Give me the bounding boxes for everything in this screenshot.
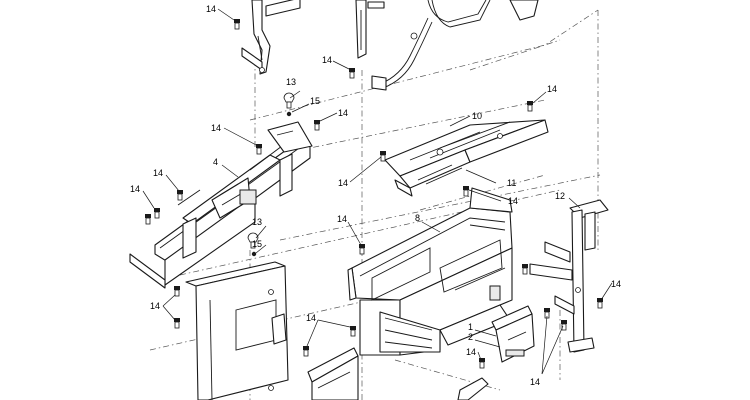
fasteners [145,19,603,369]
lower-left-panel [185,261,289,400]
callout-15-b: 15 [252,239,262,249]
callout-12: 12 [555,191,565,201]
callout-14-g: 14 [338,178,348,188]
callout-14-d: 14 [338,108,348,118]
callout-14-a: 14 [206,4,216,14]
vertical-bracket-with-cable [355,0,539,91]
callout-14-b: 14 [322,55,332,65]
lower-right-small-bracket [457,377,489,400]
callout-8: 8 [415,213,420,223]
callout-14-j: 14 [337,214,347,224]
callout-14-f: 14 [153,168,163,178]
callout-14-o: 14 [530,377,540,387]
callout-11: 11 [507,178,516,188]
hook-bracket-top-left [241,0,301,75]
callout-2: 2 [468,332,473,342]
callout-10: 10 [472,111,482,121]
callout-14-k: 14 [611,279,621,289]
callout-1: 1 [468,322,473,332]
callout-14-c: 14 [547,84,557,94]
callout-labels: 14 14 14 13 15 14 14 10 4 14 11 14 14 12… [130,4,621,387]
callout-14-i: 14 [508,196,518,206]
knobs-and-washers [247,92,295,257]
callout-15-a: 15 [310,96,320,106]
callout-4: 4 [213,157,218,167]
part-8-housing [347,187,513,356]
callout-14-h: 14 [130,184,140,194]
callout-14-e: 14 [211,123,221,133]
callout-13-a: 13 [286,77,296,87]
callout-13-b: 13 [252,217,262,227]
part-4-rail-bracket [129,121,313,289]
part-1-2-angle-bracket [491,305,535,363]
callout-14-m: 14 [306,313,316,323]
callout-14-n: 14 [466,347,476,357]
part-12-upright-bracket [529,199,609,353]
callout-14-l: 14 [150,301,160,311]
part-10-11-plate-assembly [384,119,549,197]
leader-lines [142,8,613,375]
bottom-plate [307,347,359,400]
